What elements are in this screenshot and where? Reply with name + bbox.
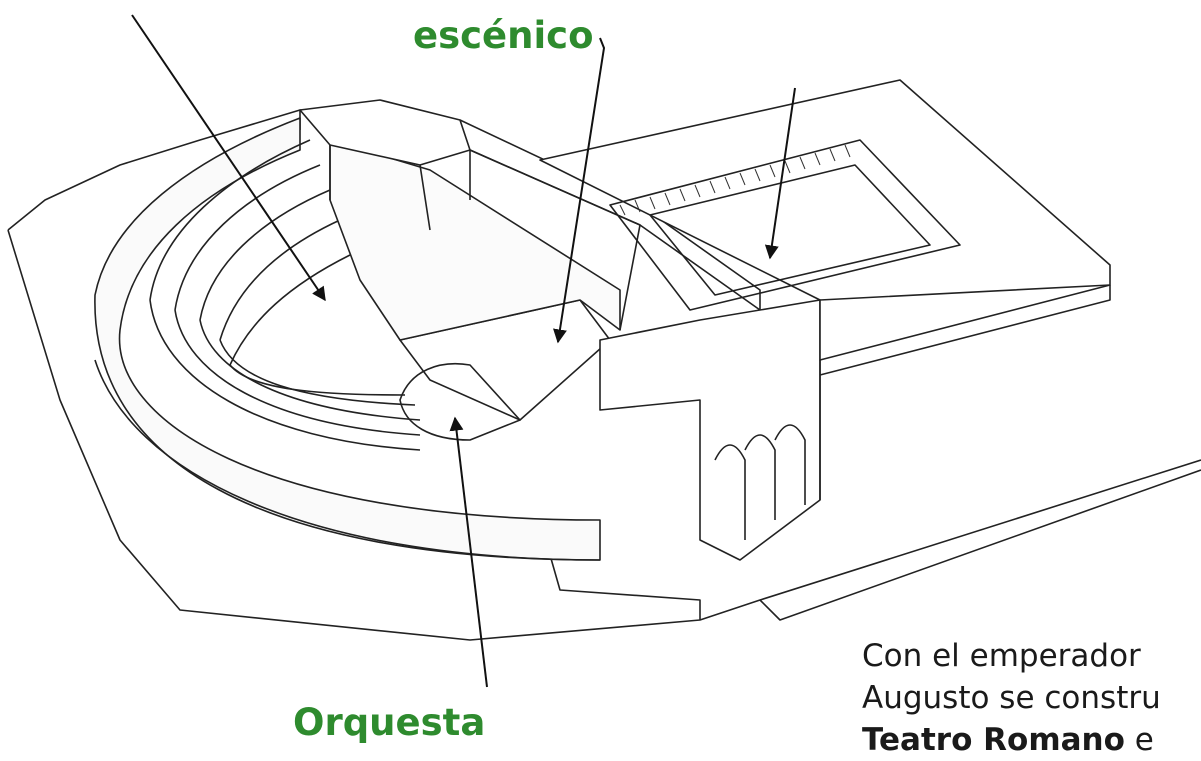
seating-row: [219, 219, 341, 341]
seating-row: [229, 364, 406, 396]
quadriporticus-outer: [539, 79, 1111, 361]
caption-text: Con el emperador Augusto se constru Teat…: [862, 635, 1201, 761]
pointer-cavea: [131, 14, 326, 302]
caption-line-3-rest: e: [1124, 722, 1154, 758]
caption-bold-term: Teatro Romano: [862, 722, 1125, 758]
pointer-quadriporticus: [764, 87, 796, 260]
pointer-orquesta: [449, 416, 488, 688]
quadriporticus-depth: [819, 284, 1111, 500]
seating-row: [229, 254, 351, 366]
caption-line-3: Teatro Romano e: [862, 719, 1201, 761]
seating-row: [149, 139, 311, 301]
upper-building-side: [329, 145, 471, 231]
label-orquesta: Orquesta: [293, 701, 486, 744]
orchestra: [399, 363, 521, 441]
colonnade-hatch: [619, 144, 851, 216]
gatehouse: [599, 299, 821, 561]
seating-row: [149, 299, 421, 451]
upper-building: [299, 99, 471, 166]
gatehouse-arch: [714, 424, 806, 540]
cavea-wall-base: [94, 359, 601, 561]
label-escenico: escénico: [413, 14, 594, 57]
ground-right: [759, 469, 1201, 621]
cavea-outer-wall: [94, 117, 601, 561]
quadriporticus-inner: [609, 139, 961, 311]
seating-row: [199, 189, 331, 321]
portico-wall: [469, 149, 641, 331]
seating-row: [174, 164, 321, 311]
seating-row: [174, 309, 421, 436]
caption-line-1: Con el emperador: [862, 638, 1141, 674]
seating-row: [219, 339, 416, 406]
ground-outline: [7, 109, 1201, 641]
seating-row: [199, 319, 421, 421]
pointer-escenico: [553, 37, 606, 344]
scaenae-frons: [329, 139, 621, 341]
caption-line-2: Augusto se constru: [862, 680, 1161, 716]
quadriporticus-court: [649, 164, 931, 296]
